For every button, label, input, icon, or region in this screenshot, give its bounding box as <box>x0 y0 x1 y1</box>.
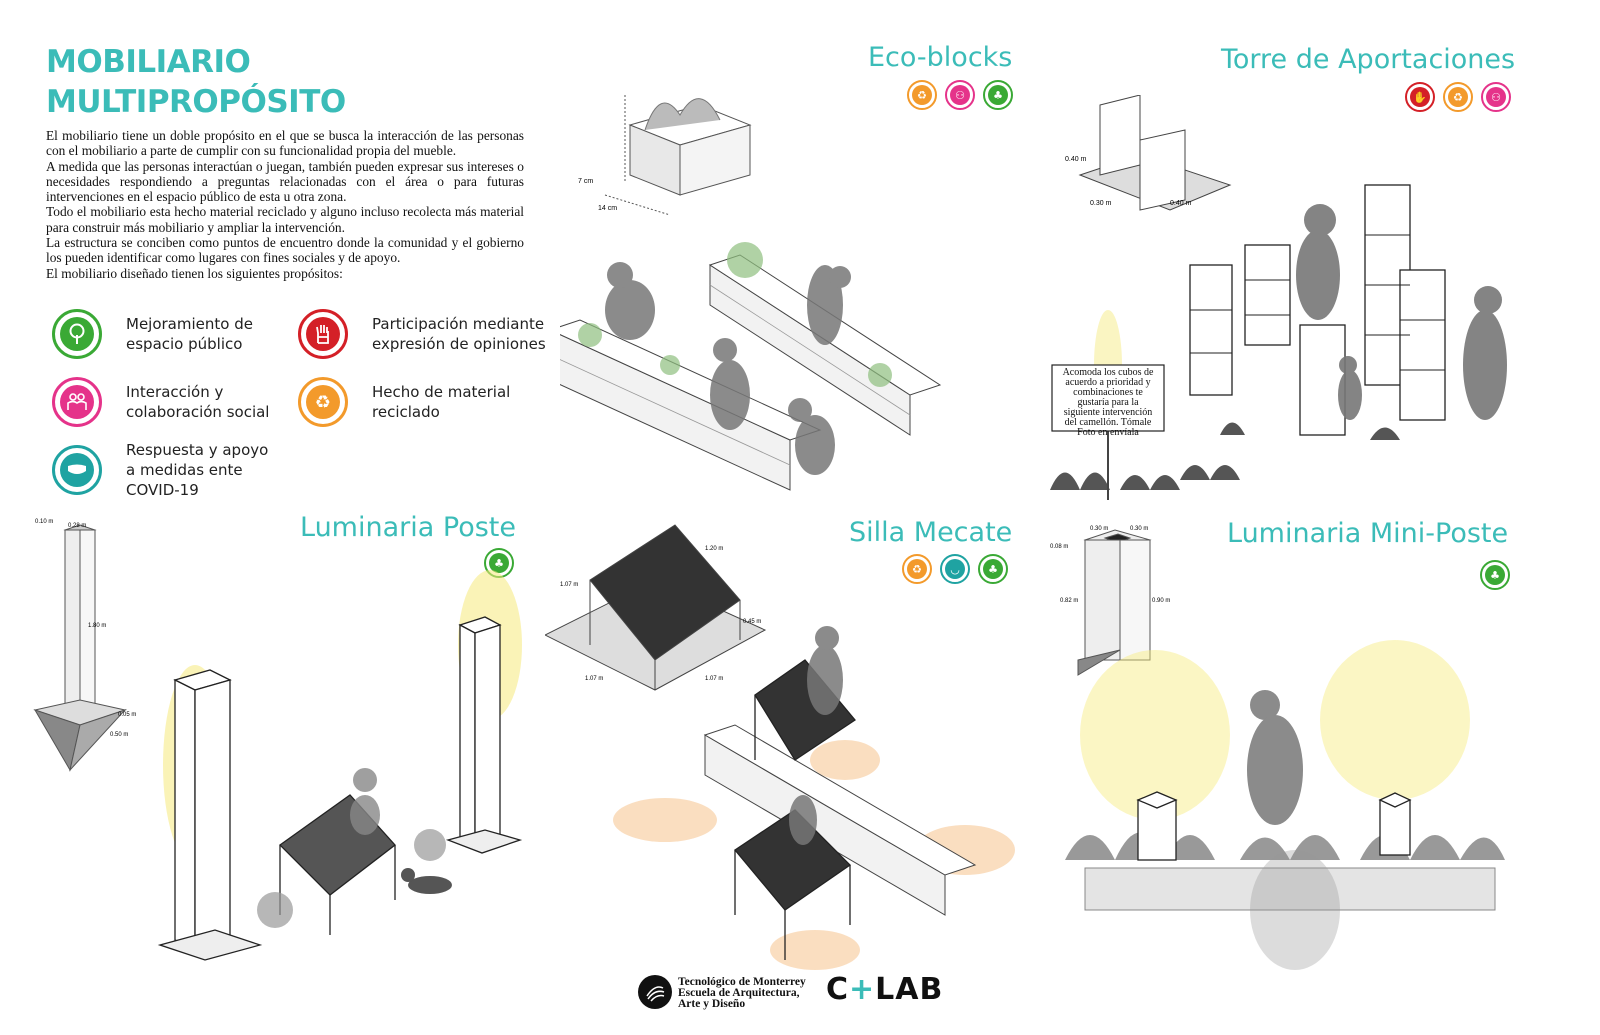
dim-label: 0.82 m <box>1060 598 1078 604</box>
dim-label: 0.30 m <box>1090 200 1112 207</box>
dim-label: 0.08 m <box>1050 544 1068 550</box>
silla-mecate-illustration: 1.07 m 1.07 m 1.07 m 0.45 m 1.20 m <box>545 524 1015 970</box>
dim-label: 0.45 m <box>743 619 761 625</box>
dim-label: 0.50 m <box>110 732 128 738</box>
section-title-ecoblocks: Eco-blocks <box>868 42 1013 73</box>
torre-badges: ✋ ♻ ⚇ <box>1405 82 1511 112</box>
legend-hand: Participación mediante expresión de opini… <box>298 309 546 359</box>
tec-logo-text: Tecnológico de Monterrey Escuela de Arqu… <box>678 976 806 1010</box>
sign-line: Foto en envíala <box>1077 427 1139 438</box>
tree-icon: ♣ <box>978 554 1008 584</box>
recycle-icon: ♻ <box>907 80 937 110</box>
sign-line: Acomoda los cubos de <box>1062 367 1154 378</box>
intro-paragraph: Todo el mobiliario esta hecho material r… <box>46 204 524 235</box>
legend-tree: Mejoramiento de espacio público <box>52 309 253 359</box>
sign-line: gustaría para la <box>1077 397 1139 408</box>
mini-poste-badges: ♣ <box>1480 560 1510 590</box>
intro-paragraph: El mobiliario tiene un doble propósito e… <box>46 128 524 159</box>
sign-board <box>1051 364 1165 432</box>
legend-recycle: ♻ Hecho de material reciclado <box>298 377 510 427</box>
tec-logo-icon <box>638 975 672 1009</box>
recycle-icon: ♻ <box>1443 82 1473 112</box>
silla-mecate-badges: ♻ ◡ ♣ <box>902 554 1008 584</box>
clab-plus: + <box>849 972 876 1007</box>
title-line-1: MOBILIARIO <box>46 44 251 80</box>
tec-line: Arte y Diseño <box>678 998 746 1010</box>
legend-label: Respuesta y apoyo <box>126 441 269 459</box>
legend-label: COVID-19 <box>126 481 199 499</box>
tree-icon: ♣ <box>484 548 514 578</box>
luminaria-poste-illustration: 0.10 m 0.28 m 1.80 m 0.05 m 0.50 m <box>33 519 523 961</box>
dim-label: 1.07 m <box>705 676 723 682</box>
tree-icon: ♣ <box>983 80 1013 110</box>
legend-label: colaboración social <box>126 403 270 421</box>
dim-label: 1.80 m <box>88 623 106 629</box>
hand-icon: ✋ <box>1405 82 1435 112</box>
dim-label: 0.40 m <box>1170 200 1192 207</box>
mask-icon <box>52 445 102 495</box>
torre-illustration: 0.40 m 0.30 m 0.40 m <box>1050 95 1507 500</box>
recycle-icon: ♻ <box>902 554 932 584</box>
intro-paragraph: A medida que las personas interactúan o … <box>46 158 524 205</box>
clab-c: C <box>826 972 850 1007</box>
sign-line: acuerdo a prioridad y <box>1065 377 1151 388</box>
people-icon: ⚇ <box>1481 82 1511 112</box>
dim-label: 0.05 m <box>118 712 136 718</box>
dim-label: 1.20 m <box>705 546 723 552</box>
legend-label: Hecho de material <box>372 383 511 401</box>
sign-line: combinaciones te <box>1073 387 1143 398</box>
ecoblocks-badges: ♻ ⚇ ♣ <box>907 80 1013 110</box>
people-icon <box>52 377 102 427</box>
legend-label: reciclado <box>372 403 440 421</box>
luminaria-mini-poste-illustration: 0.08 m 0.30 m 0.30 m 0.82 m 0.90 m <box>1050 526 1505 970</box>
dim-label: 0.10 m <box>35 519 53 525</box>
legend-people: Interacción y colaboración social <box>52 377 269 427</box>
intro-text: El mobiliario tiene un doble propósito e… <box>46 128 524 281</box>
hand-icon <box>298 309 348 359</box>
people-icon: ⚇ <box>945 80 975 110</box>
sign-line: siguiente intervención <box>1063 407 1153 418</box>
dim-label: 0.40 m <box>1065 156 1087 163</box>
mask-icon: ◡ <box>940 554 970 584</box>
recycle-icon: ♻ <box>298 377 348 427</box>
legend-label: a medidas ente <box>126 461 243 479</box>
intro-paragraph: El mobiliario diseñado tienen los siguie… <box>46 265 343 281</box>
dim-label: 1.07 m <box>585 676 603 682</box>
dim-label: 0.30 m <box>1090 526 1108 532</box>
sign-text: Acomoda los cubos de acuerdo a prioridad… <box>1054 368 1162 438</box>
clab-logo: C+LAB <box>826 972 943 1007</box>
dim-label: 1.07 m <box>560 582 578 588</box>
dim-label: 0.30 m <box>1130 526 1148 532</box>
clab-lab: LAB <box>875 972 944 1007</box>
section-title-torre: Torre de Aportaciones <box>1221 44 1516 75</box>
title-line-2: MULTIPROPÓSITO <box>46 84 346 120</box>
section-title-luminaria-poste: Luminaria Poste <box>300 512 516 543</box>
sign-line: del camellón. Tómale <box>1064 417 1152 428</box>
page-title: MOBILIARIO MULTIPROPÓSITO <box>46 42 346 122</box>
legend-label: Interacción y <box>126 383 224 401</box>
legend-label: Participación mediante <box>372 315 545 333</box>
intro-paragraph: La estructura se conciben como puntos de… <box>46 235 524 266</box>
ecoblocks-illustration: 7 cm 14 cm <box>560 95 942 491</box>
legend-label: Mejoramiento de <box>126 315 253 333</box>
tree-icon <box>52 309 102 359</box>
tec-line: Escuela de Arquitectura, <box>678 987 800 999</box>
dim-label: 0.90 m <box>1152 598 1170 604</box>
section-title-silla-mecate: Silla Mecate <box>849 517 1013 548</box>
dim-label: 7 cm <box>578 178 593 185</box>
luminaria-poste-badges: ♣ <box>484 548 514 578</box>
section-title-mini-poste: Luminaria Mini-Poste <box>1227 518 1509 549</box>
legend-label: expresión de opiniones <box>372 335 546 353</box>
tree-icon: ♣ <box>1480 560 1510 590</box>
tec-line: Tecnológico de Monterrey <box>678 976 806 988</box>
dim-label: 14 cm <box>598 205 617 212</box>
dim-label: 0.28 m <box>68 523 86 529</box>
legend-label: espacio público <box>126 335 243 353</box>
